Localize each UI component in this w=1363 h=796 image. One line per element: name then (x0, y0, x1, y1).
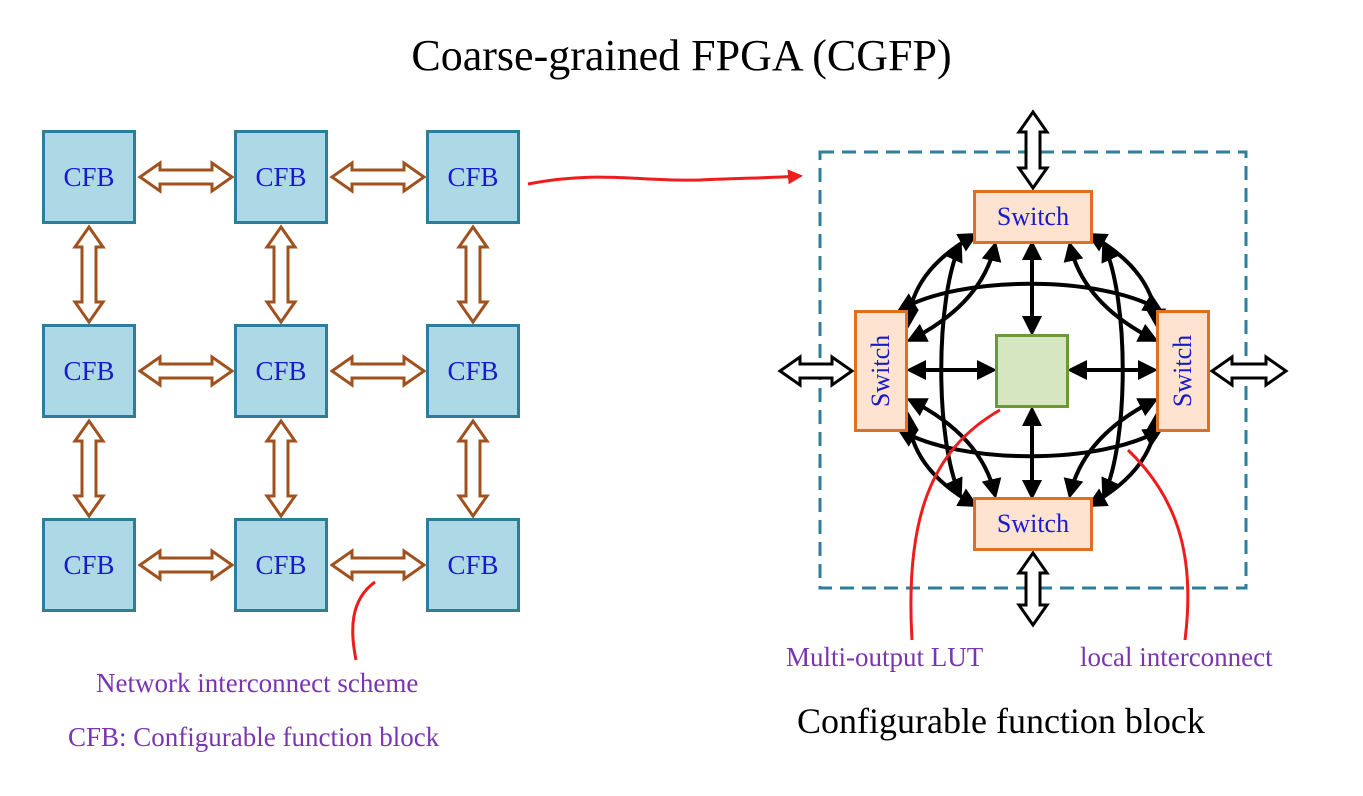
switch-left-label: Switch (866, 334, 896, 408)
network-link-arrow (137, 548, 235, 582)
page-title: Coarse-grained FPGA (CGFP) (411, 31, 952, 80)
switch-top-label: Switch (996, 202, 1070, 231)
network-link-arrow (329, 548, 427, 582)
network-link-arrow (456, 418, 490, 519)
network-link-arrow (329, 160, 427, 194)
cfb-cell: CFB (234, 324, 328, 418)
external-io-arrow-left (777, 354, 855, 388)
cfb-cell: CFB (42, 518, 136, 612)
hollow-arrow-layer (72, 109, 1289, 628)
cfb-cell: CFB (234, 518, 328, 612)
zoom-arrow (527, 169, 803, 186)
cfb-cell: CFB (234, 130, 328, 224)
cfb-cell: CFB (42, 324, 136, 418)
external-io-arrow-top (1016, 109, 1050, 191)
network-link-arrow (456, 224, 490, 325)
external-io-arrow-right (1209, 354, 1289, 388)
switch-right-label: Switch (1168, 334, 1198, 408)
cfb-cell: CFB (426, 130, 520, 224)
switch-right: Switch (1156, 310, 1210, 432)
multi-output-lut (995, 334, 1069, 408)
local-interconnect-curves (896, 233, 1167, 507)
local-interconnect-label: local interconnect (1080, 642, 1273, 672)
local-callout (1126, 448, 1190, 641)
block-caption: Configurable function block (797, 701, 1205, 741)
network-interconnect-label: Network interconnect scheme (96, 668, 419, 698)
network-link-arrow (72, 418, 106, 519)
network-link-arrow (72, 224, 106, 325)
cfb-cell: CFB (426, 324, 520, 418)
network-callout (351, 580, 376, 661)
switch-bottom-label: Switch (996, 509, 1070, 538)
cfb-cell: CFB (426, 518, 520, 612)
network-link-arrow (264, 224, 298, 325)
cfb-definition-label: CFB: Configurable function block (68, 722, 440, 752)
switch-left: Switch (854, 310, 908, 432)
switch-top: Switch (973, 190, 1093, 244)
network-link-arrow (137, 354, 235, 388)
switch-bottom: Switch (973, 497, 1093, 551)
multi-output-lut-label: Multi-output LUT (786, 642, 984, 672)
network-link-arrow (137, 160, 235, 194)
external-io-arrow-bottom (1016, 550, 1050, 628)
cfb-cell: CFB (42, 130, 136, 224)
network-link-arrow (264, 418, 298, 519)
network-link-arrow (329, 354, 427, 388)
lut-callout (909, 408, 1001, 641)
